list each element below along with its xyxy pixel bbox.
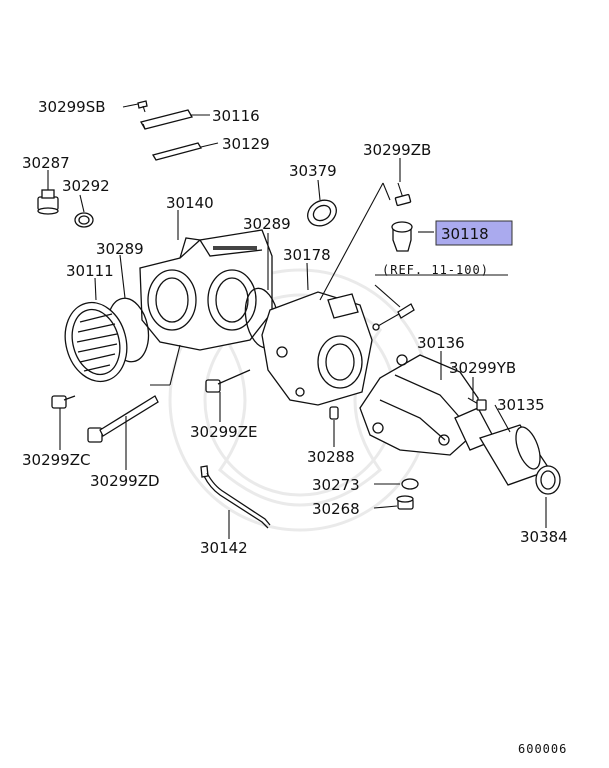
label-30116[interactable]: 30116	[212, 107, 260, 125]
o-ring-30273-part[interactable]	[401, 478, 419, 490]
label-30299zc[interactable]: 30299ZC	[22, 451, 90, 469]
dowel-pin-30288-part[interactable]	[329, 406, 339, 420]
label-30288[interactable]: 30288	[307, 448, 355, 466]
diagram-code: 600006	[518, 742, 567, 756]
leader-lines	[47, 103, 547, 539]
seal-30384-part[interactable]	[535, 465, 561, 495]
label-30299ze[interactable]: 30299ZE	[190, 423, 257, 441]
speedometer-gear-ref-part[interactable]	[372, 303, 415, 331]
plug-30118-part[interactable]	[391, 221, 413, 252]
label-30299zb[interactable]: 30299ZB	[363, 141, 431, 159]
label-30118[interactable]: 30118	[441, 225, 489, 243]
label-30111[interactable]: 30111	[66, 262, 114, 280]
bolt-30299ze-part[interactable]	[205, 369, 251, 393]
housing-30178-part[interactable]	[261, 291, 373, 406]
label-30268[interactable]: 30268	[312, 500, 360, 518]
label-30273[interactable]: 30273	[312, 476, 360, 494]
bolt-30299zd-part[interactable]	[87, 395, 159, 443]
bolt-30299yb-part[interactable]	[467, 397, 487, 411]
breather-hose-30142-part[interactable]	[200, 465, 271, 529]
label-30299sb[interactable]: 30299SB	[38, 98, 106, 116]
label-30289-left[interactable]: 30289	[96, 240, 144, 258]
plug-30287-part[interactable]	[37, 189, 59, 215]
oil-seal-30379-part[interactable]	[303, 195, 341, 231]
label-30299zd[interactable]: 30299ZD	[90, 472, 160, 490]
cover-30111-part[interactable]	[57, 296, 136, 389]
case-30140-part[interactable]	[139, 229, 273, 351]
label-30379[interactable]: 30379	[289, 162, 337, 180]
label-30140[interactable]: 30140	[166, 194, 214, 212]
bolt-30299zc-part[interactable]	[51, 395, 76, 409]
sleeve-30135-part[interactable]	[479, 424, 552, 486]
gasket-30129-part[interactable]	[151, 142, 203, 161]
plug-30268-part[interactable]	[396, 495, 414, 510]
part-labels: 30299SB 30116 30129 30287 30292 30379 30…	[22, 98, 568, 557]
label-30136[interactable]: 30136	[417, 334, 465, 352]
label-30384[interactable]: 30384	[520, 528, 568, 546]
screw-30299sb-part[interactable]	[137, 100, 148, 113]
label-ref-11-100[interactable]: (REF. 11-100)	[382, 263, 489, 277]
label-30299yb[interactable]: 30299YB	[449, 359, 516, 377]
label-30135[interactable]: 30135	[497, 396, 545, 414]
label-30289-upper[interactable]: 30289	[243, 215, 291, 233]
label-30142[interactable]: 30142	[200, 539, 248, 557]
label-30178[interactable]: 30178	[283, 246, 331, 264]
label-30292[interactable]: 30292	[62, 177, 110, 195]
highlight-box-30118	[435, 220, 513, 246]
bolt-30299zb-part[interactable]	[394, 182, 412, 207]
label-30129[interactable]: 30129	[222, 135, 270, 153]
plate-30116-part[interactable]	[140, 109, 193, 130]
washer-30292-part[interactable]	[74, 212, 94, 228]
label-30287[interactable]: 30287	[22, 154, 70, 172]
